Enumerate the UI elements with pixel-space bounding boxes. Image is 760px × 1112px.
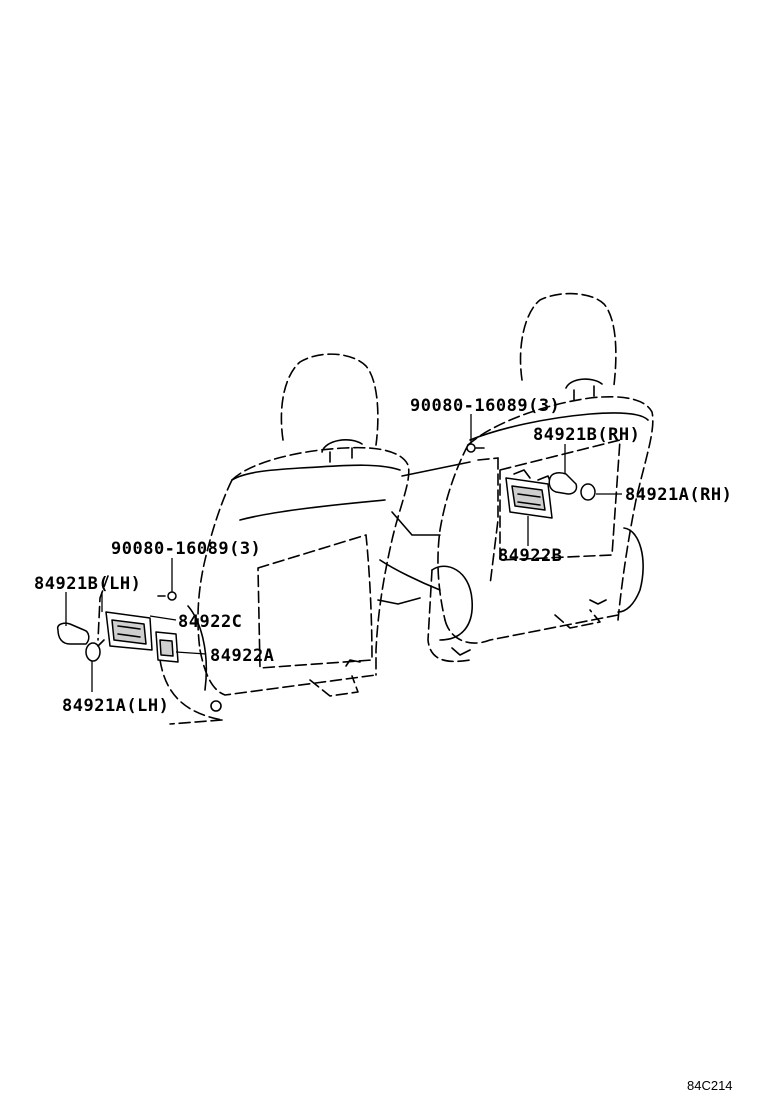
figure-code: 84C214: [687, 1078, 733, 1093]
right-seat-back-top-seam: [469, 412, 649, 441]
left-seat-rail: [309, 675, 359, 697]
lh-parts: [56, 591, 179, 663]
switch-84922c-icon: [105, 611, 153, 651]
label-cover-84921a-rh: 84921A(RH): [625, 485, 732, 505]
label-cover-84921b-lh: 84921B(LH): [34, 574, 141, 594]
right-seat-rail-bracket: [451, 599, 607, 656]
left-seat-back-lower-seam: [239, 499, 386, 521]
left-seat-rail-bracket: [345, 659, 361, 667]
callout-labels: 90080-16089(3) 84921B(LH) 84922C 84922A …: [34, 396, 732, 716]
right-seat-headrest-post: [573, 385, 595, 401]
right-seat-headrest-base: [565, 378, 603, 389]
label-bolt-rh: 90080-16089(3): [410, 396, 560, 416]
left-seat-back-outline: [231, 446, 410, 676]
cover-84921b-rh-icon: [548, 472, 578, 495]
left-seat-cushion: [199, 649, 377, 696]
left-seat-headrest-post: [329, 447, 353, 463]
left-seat-back-panel: [257, 534, 373, 669]
right-seat-side-bolster: [617, 527, 644, 613]
left-seat: [97, 353, 410, 725]
right-seat-back-left-edge: [437, 444, 469, 621]
right-seat: [377, 292, 654, 663]
rh-parts: [466, 443, 596, 519]
label-bolt-lh: 90080-16089(3): [111, 539, 261, 559]
right-seat-back-panel: [499, 439, 621, 561]
left-seat-side-bolster: [187, 605, 208, 691]
console-link-base: [377, 597, 421, 605]
label-cover-84921b-rh: 84921B(RH): [533, 425, 640, 445]
left-seat-headrest-base: [321, 439, 363, 453]
left-seat-pivot: [210, 700, 222, 712]
label-cover-84921a-lh: 84921A(LH): [62, 696, 169, 716]
label-switch-84922c: 84922C: [178, 612, 242, 632]
label-switch-84922b: 84922B: [498, 546, 562, 566]
right-seat-rail: [554, 609, 601, 629]
cover-84921b-lh-icon: [56, 622, 90, 645]
left-seat-headrest: [280, 353, 379, 446]
right-seat-back-outline: [467, 395, 654, 621]
cover-84921a-rh-icon: [580, 483, 596, 501]
bolt-rh-icon: [466, 443, 485, 453]
bolt-lh-icon: [157, 591, 177, 601]
right-harness-line: [489, 457, 499, 586]
label-switch-84922a: 84922A: [210, 646, 274, 666]
left-seat-base-under: [169, 719, 223, 725]
seat-connector-line: [401, 461, 471, 477]
left-seat-back-top-seam: [231, 464, 401, 481]
left-seat-cushion-front: [159, 659, 223, 721]
right-seat-cushion: [444, 614, 619, 644]
right-seat-cushion-front: [427, 569, 471, 663]
right-harness-line-top: [477, 457, 499, 461]
switch-84922b-icon: [505, 469, 553, 519]
console-link-lower: [379, 559, 441, 591]
leader-lines: [65, 414, 622, 692]
cover-84921a-lh-icon: [85, 639, 105, 662]
left-harness-line: [97, 575, 109, 641]
right-seat-cushion-left: [431, 565, 473, 641]
console-link: [391, 511, 441, 536]
switch-84922a-icon: [155, 631, 179, 663]
right-seat-headrest: [519, 292, 617, 386]
